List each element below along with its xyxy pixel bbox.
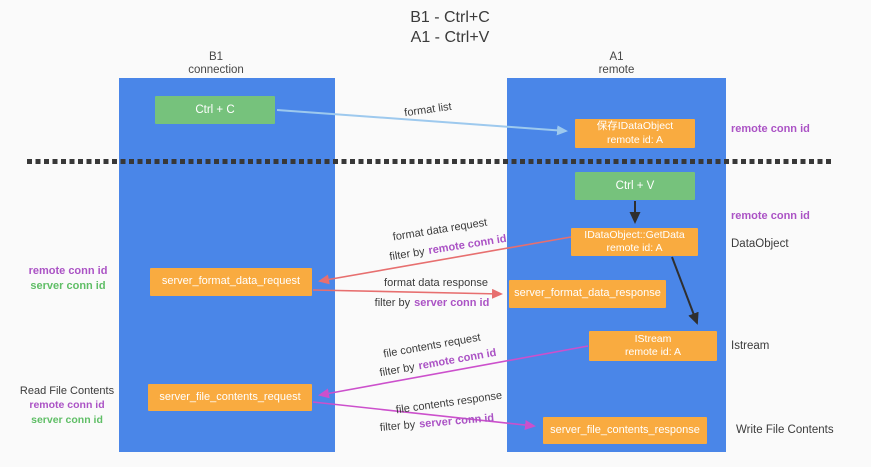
filter-by-text: filter by <box>374 297 411 309</box>
dataobject-label: DataObject <box>731 238 789 250</box>
title-line-2: A1 - Ctrl+V <box>410 29 490 46</box>
istream-side-label: Istream <box>731 340 770 352</box>
left-read-file-contents-group: Read File Contents remote conn id server… <box>12 384 122 428</box>
column-a1-subtitle: remote <box>598 64 635 76</box>
ctrl-v-box: Ctrl + V <box>575 172 695 200</box>
server-file-contents-response-label: server_file_contents_response <box>550 423 700 436</box>
server-conn-id-text: server conn id <box>414 297 490 309</box>
ctrl-v-label: Ctrl + V <box>615 179 655 192</box>
column-b1-subtitle: connection <box>188 64 244 76</box>
filter-by-text: filter by <box>379 418 416 434</box>
server-format-data-response-label: server_format_data_response <box>514 287 661 300</box>
dashed-separator-line <box>27 159 832 164</box>
diagram-title: B1 - Ctrl+C A1 - Ctrl+V <box>340 8 560 48</box>
read-file-contents-label: Read File Contents <box>19 385 115 397</box>
server-format-data-request-label: server_format_data_request <box>161 275 301 288</box>
right-remote-conn-id-1: remote conn id <box>731 123 810 135</box>
getdata-box: IDataObject::GetData remote id: A <box>571 228 698 256</box>
left-remote-conn-id-2: remote conn id <box>29 399 105 411</box>
column-b1-name: B1 <box>208 51 224 63</box>
ctrl-c-label: Ctrl + C <box>195 103 235 116</box>
left-conn-ids-format: remote conn id server conn id <box>18 264 118 294</box>
server-file-contents-response-box: server_file_contents_response <box>543 417 707 444</box>
ctrl-c-box: Ctrl + C <box>155 96 275 124</box>
column-header-a1: A1 remote <box>507 51 726 77</box>
left-server-conn-id-2: server conn id <box>31 414 103 426</box>
server-file-contents-request-box: server_file_contents_request <box>148 384 312 411</box>
save-idataobject-box: 保存IDataObject remote id: A <box>575 119 695 148</box>
remote-conn-id-text: remote conn id <box>427 232 508 258</box>
column-header-b1: B1 connection <box>106 51 326 77</box>
filter-by-text: filter by <box>378 361 416 380</box>
write-file-contents-label: Write File Contents <box>736 424 834 436</box>
filter-by-text: filter by <box>388 245 426 264</box>
right-remote-conn-id-2: remote conn id <box>731 210 810 222</box>
left-server-conn-id: server conn id <box>30 280 106 292</box>
server-format-data-response-box: server_format_data_response <box>509 280 666 308</box>
getdata-line2: remote id: A <box>606 242 663 254</box>
format-data-response-label: format data response <box>384 277 488 289</box>
istream-line1: IStream <box>634 332 672 345</box>
server-file-contents-request-label: server_file_contents_request <box>159 390 301 403</box>
server-format-data-request-box: server_format_data_request <box>150 268 312 296</box>
title-line-1: B1 - Ctrl+C <box>410 9 490 26</box>
save-idataobject-line2: remote id: A <box>606 133 664 146</box>
left-remote-conn-id: remote conn id <box>28 265 108 277</box>
server-conn-id-text: server conn id <box>418 412 495 431</box>
format-list-label: format list <box>403 100 453 120</box>
istream-line2: remote id: A <box>624 346 682 358</box>
save-idataobject-line1: 保存IDataObject <box>596 120 674 133</box>
getdata-line1: IDataObject::GetData <box>584 228 685 241</box>
column-a1-name: A1 <box>609 51 624 63</box>
istream-box: IStream remote id: A <box>589 331 717 361</box>
arrow-format-data-response <box>312 288 503 299</box>
